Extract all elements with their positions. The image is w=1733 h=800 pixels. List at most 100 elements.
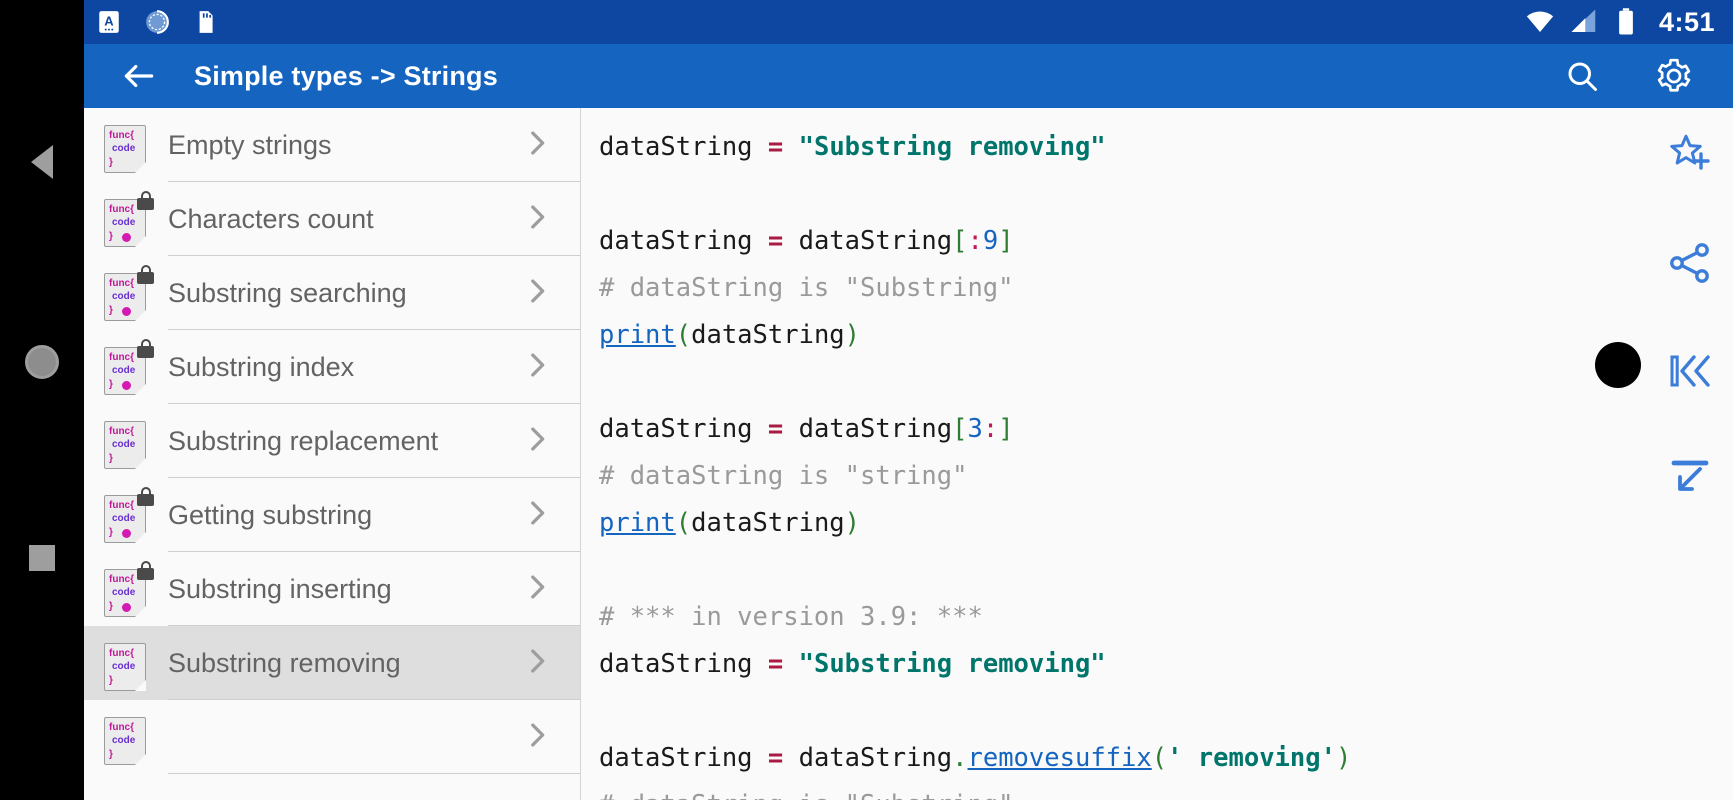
- code-line: print(dataString): [599, 312, 1733, 359]
- status-bar-right-icons: 4:51: [1525, 7, 1715, 38]
- star-plus-icon: [1670, 134, 1710, 170]
- code-file-icon: func{code}: [102, 413, 150, 469]
- code-file-icon: func{code}: [102, 339, 154, 395]
- list-item-label: Substring index: [168, 351, 355, 382]
- code-token: =: [767, 649, 784, 679]
- code-token: ]: [998, 414, 1014, 444]
- code-line: dataString = dataString[:9]: [599, 218, 1733, 265]
- list-item-label: Substring replacement: [168, 425, 439, 456]
- code-token: =: [767, 414, 784, 444]
- lock-icon: [137, 339, 154, 358]
- code-file-icon: func{code}: [102, 709, 150, 765]
- share-button[interactable]: [1661, 234, 1719, 292]
- code-token: :: [967, 226, 983, 256]
- chevron-right-icon: [520, 348, 554, 387]
- share-icon: [1670, 243, 1709, 283]
- cellular-signal-icon: [1571, 9, 1596, 32]
- phone-screen: A: [84, 0, 1733, 800]
- favorite-button[interactable]: [1661, 126, 1719, 184]
- list-divider: [168, 773, 580, 774]
- circle-home-icon: [25, 345, 59, 379]
- sync-icon: [146, 10, 169, 34]
- action-rail: [1647, 108, 1733, 800]
- collapse-bottom-button[interactable]: [1661, 450, 1719, 508]
- code-token: ' removing': [1167, 743, 1336, 773]
- list-item-label: Getting substring: [168, 499, 373, 530]
- code-token: 9: [982, 226, 999, 256]
- code-token: # *** in version 3.9: ***: [599, 602, 983, 632]
- code-token: dataString: [783, 743, 953, 773]
- code-token: dataString: [599, 414, 768, 444]
- list-divider: [168, 551, 580, 552]
- code-token: ): [844, 320, 861, 350]
- keyboard-indicator-icon: A: [99, 11, 119, 33]
- code-line: [599, 359, 1733, 406]
- collapse-bottom-icon: [1671, 460, 1709, 491]
- code-line: # *** in version 3.9: ***: [599, 594, 1733, 641]
- code-token: dataString: [599, 649, 768, 679]
- code-token: (: [675, 320, 692, 350]
- list-item[interactable]: func{code} Substring index: [84, 330, 580, 404]
- status-bar: A: [84, 0, 1733, 44]
- list-item[interactable]: func{code}: [84, 700, 580, 774]
- code-token: .: [952, 743, 968, 773]
- triangle-back-icon: [31, 145, 53, 179]
- wifi-icon: [1526, 11, 1554, 32]
- nav-recents-button[interactable]: [0, 528, 84, 588]
- list-divider: [168, 477, 580, 478]
- code-line: [599, 171, 1733, 218]
- chevron-right-icon: [520, 570, 554, 609]
- chevron-right-icon: [520, 200, 554, 239]
- code-line: dataString = dataString.removesuffix(' r…: [599, 735, 1733, 782]
- list-item[interactable]: func{code} Characters count: [84, 182, 580, 256]
- list-item-label: Empty strings: [168, 129, 332, 160]
- list-item[interactable]: func{code}Getting substring: [84, 478, 580, 552]
- list-divider: [168, 181, 580, 182]
- code-file-icon: func{code}: [102, 191, 154, 247]
- code-file-icon: func{code}: [102, 635, 150, 691]
- code-line: # dataString is "Substring": [599, 265, 1733, 312]
- back-button[interactable]: [112, 49, 166, 103]
- skip-first-icon: [1670, 355, 1710, 387]
- code-block: dataString = "Substring removing" dataSt…: [599, 124, 1733, 800]
- code-token: dataString: [599, 132, 768, 162]
- list-divider: [168, 699, 580, 700]
- code-token: dataString: [783, 226, 953, 256]
- lock-icon: [137, 487, 154, 506]
- list-item[interactable]: func{code}Substring removing: [84, 626, 580, 700]
- code-token: removesuffix: [967, 743, 1152, 773]
- gear-icon: [1657, 58, 1691, 92]
- skip-first-button[interactable]: [1661, 342, 1719, 400]
- list-item-label: Substring searching: [168, 277, 407, 308]
- search-button[interactable]: [1559, 53, 1605, 99]
- settings-button[interactable]: [1651, 53, 1697, 99]
- code-viewer[interactable]: dataString = "Substring removing" dataSt…: [581, 108, 1733, 800]
- chevron-right-icon: [520, 496, 554, 535]
- list-item-label: Characters count: [168, 203, 374, 234]
- battery-icon: [1619, 8, 1633, 35]
- search-icon: [1568, 62, 1597, 91]
- code-file-icon: func{code}: [102, 561, 154, 617]
- code-token: =: [767, 226, 784, 256]
- list-item[interactable]: func{code}Substring inserting: [84, 552, 580, 626]
- code-line: dataString = "Substring removing": [599, 641, 1733, 688]
- code-token: ]: [998, 226, 1014, 256]
- code-token: dataString: [691, 320, 845, 350]
- code-token: dataString: [599, 226, 768, 256]
- code-token: [: [952, 226, 968, 256]
- nav-back-button[interactable]: [0, 132, 84, 192]
- chevron-right-icon: [520, 274, 554, 313]
- list-item[interactable]: func{code}Substring searching: [84, 256, 580, 330]
- code-token: "Substring removing": [798, 132, 1106, 162]
- square-recents-icon: [29, 545, 55, 571]
- list-divider: [168, 625, 580, 626]
- list-item[interactable]: func{code}Empty strings: [84, 108, 580, 182]
- code-line: # dataString is "string": [599, 453, 1733, 500]
- code-token: (: [675, 508, 692, 538]
- list-divider: [168, 329, 580, 330]
- list-divider: [168, 255, 580, 256]
- nav-home-button[interactable]: [0, 330, 84, 394]
- list-item[interactable]: func{code} Substring replacement: [84, 404, 580, 478]
